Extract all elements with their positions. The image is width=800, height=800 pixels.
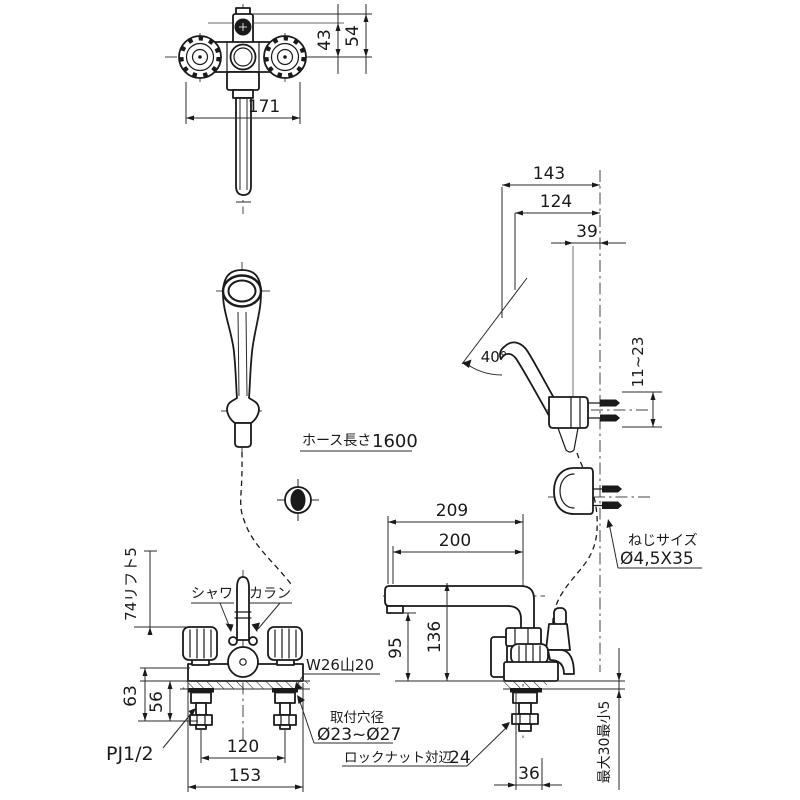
handle-left-top [178, 35, 222, 79]
faucet-side-view: 209 200 95 136 36 最大30最小5 [383, 501, 625, 790]
dim-95: 95 [386, 637, 406, 659]
hanger-screw-lower-2 [602, 501, 622, 509]
dim-39: 39 [576, 222, 598, 242]
dim-63: 63 [121, 685, 141, 707]
hole-size: Ø23~Ø27 [317, 725, 401, 745]
hose-elbow [547, 649, 575, 675]
screw-size-label: ねじサイズ [628, 533, 698, 549]
dim-136: 136 [425, 621, 445, 653]
dim-143: 143 [533, 164, 565, 184]
shower-hanger-upper [548, 396, 620, 429]
screw-size-value: Ø4,5X35 [620, 549, 694, 569]
spout-top [226, 71, 260, 203]
hanger-screw-upper-2 [600, 414, 620, 422]
counter-side [395, 680, 625, 690]
locknut-size: 24 [449, 748, 471, 768]
label-shower: シャワ [191, 586, 233, 602]
shower-hanger-lower [553, 467, 622, 515]
dim-56: 56 [147, 691, 167, 713]
hose-section-symbol [277, 479, 319, 521]
dim-171: 171 [248, 97, 280, 117]
counter-front [180, 680, 310, 690]
locknut-label: ロックナット対辺 [344, 750, 452, 766]
dim-11-23: 11~23 [629, 337, 647, 388]
hole-label: 取付穴径 [330, 710, 384, 726]
label-spout: カラン [249, 586, 291, 602]
handle-left-front [182, 626, 218, 661]
diverter-lever-front [228, 576, 258, 646]
supply-shank-right [272, 688, 298, 730]
connection-spec: PJ1/2 [106, 743, 154, 765]
hose-length-label: ホース長さ [302, 433, 371, 449]
supply-shank-left [188, 688, 214, 730]
dim-deck-thickness: 最大30最小5 [597, 701, 613, 784]
dim-74-lift: 74リフト5 [122, 547, 140, 621]
top-view: 43 54 171 [165, 4, 372, 214]
shower-head-front-view: ホース長さ 1600 [216, 262, 418, 585]
faucet-body-side [490, 607, 575, 682]
reference-lines [208, 22, 601, 672]
handle-right-top [263, 35, 307, 79]
dim-54: 54 [343, 25, 363, 47]
hose-length-value: 1600 [372, 431, 418, 452]
handle-side [510, 643, 549, 665]
dim-43: 43 [315, 29, 335, 51]
spray-face [221, 274, 263, 308]
spout-side [384, 585, 535, 631]
aerator [386, 605, 404, 614]
handle-right-front [267, 626, 303, 661]
hanger-screw-lower-1 [602, 485, 622, 493]
supply-shank-side [510, 688, 542, 732]
dim-209: 209 [436, 501, 468, 521]
dim-153: 153 [229, 766, 261, 786]
dim-120: 120 [227, 737, 259, 757]
thread-spec: W26山20 [306, 656, 374, 674]
dim-124: 124 [540, 192, 572, 212]
shower-hose-side [552, 452, 598, 655]
shower-head-side-view: 143 124 39 40° 11~23 [461, 164, 702, 655]
faucet-front-view: シャワ カラン 74リフト5 63 56 PJ1/2 120 153 W26山2… [106, 547, 510, 792]
dim-36: 36 [518, 764, 540, 784]
hanger-screw-upper-1 [600, 399, 620, 407]
diverter-hub [227, 646, 259, 678]
dim-200: 200 [439, 531, 471, 551]
shower-hose-front [240, 452, 292, 585]
